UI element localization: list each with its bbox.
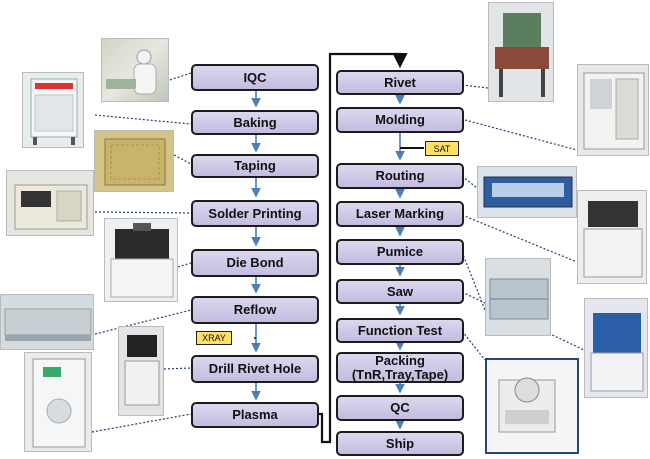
step-solder-printing: Solder Printing <box>191 200 319 227</box>
step-taping: Taping <box>191 154 319 178</box>
xray-tag: XRAY <box>196 331 232 345</box>
molding-illustration <box>583 72 645 150</box>
laser-illustration <box>583 201 643 278</box>
iqc-inspection-photo <box>101 38 169 102</box>
baking-oven-photo <box>22 72 84 148</box>
molding-machine-photo <box>577 64 649 156</box>
step-molding: Molding <box>336 107 464 133</box>
photo-leaders <box>91 72 585 433</box>
taped-panel-photo <box>94 130 174 192</box>
step-reflow: Reflow <box>191 296 319 324</box>
step-rivet: Rivet <box>336 70 464 95</box>
reflow-illustration <box>4 308 92 341</box>
rivet-machine-photo <box>488 2 554 102</box>
step-ship: Ship <box>336 431 464 456</box>
rivet-illustration <box>495 13 549 97</box>
operator-illustration <box>106 49 157 95</box>
pumice-illustration <box>489 278 549 320</box>
saw-machine-photo <box>584 298 648 398</box>
packing-machine-photo <box>485 358 579 454</box>
bonder-illustration <box>110 223 174 298</box>
step-die-bond: Die Bond <box>191 249 319 277</box>
column-connector-arrow <box>318 52 408 444</box>
reflow-oven-photo <box>0 294 94 350</box>
step-routing: Routing <box>336 163 464 189</box>
solder-printer-photo <box>6 170 94 236</box>
pumice-machine-photo <box>485 258 551 336</box>
step-pumice: Pumice <box>336 239 464 265</box>
step-baking: Baking <box>191 110 319 135</box>
step-packing: Packing (TnR,Tray,Tape) <box>336 352 464 383</box>
sat-tag: SAT <box>425 141 459 156</box>
xray-machine-photo <box>118 326 164 416</box>
step-plasma: Plasma <box>191 402 319 428</box>
router-machine-photo <box>477 166 577 218</box>
oven-illustration <box>30 78 78 145</box>
router-illustration <box>483 176 573 208</box>
step-function-test: Function Test <box>336 318 464 343</box>
step-saw: Saw <box>336 279 464 304</box>
step-drill-rivet-hole: Drill Rivet Hole <box>191 355 319 383</box>
die-bonder-photo <box>104 218 178 302</box>
panel-illustration <box>104 138 166 186</box>
xray-illustration <box>124 335 160 406</box>
step-laser-marking: Laser Marking <box>336 201 464 227</box>
step-qc: QC <box>336 395 464 421</box>
printer-illustration <box>14 184 88 230</box>
step-iqc: IQC <box>191 64 319 91</box>
plasma-illustration <box>32 358 86 448</box>
laser-marker-photo <box>577 190 647 284</box>
saw-illustration <box>590 313 644 392</box>
packing-illustration <box>498 377 556 433</box>
plasma-machine-photo <box>24 352 92 452</box>
